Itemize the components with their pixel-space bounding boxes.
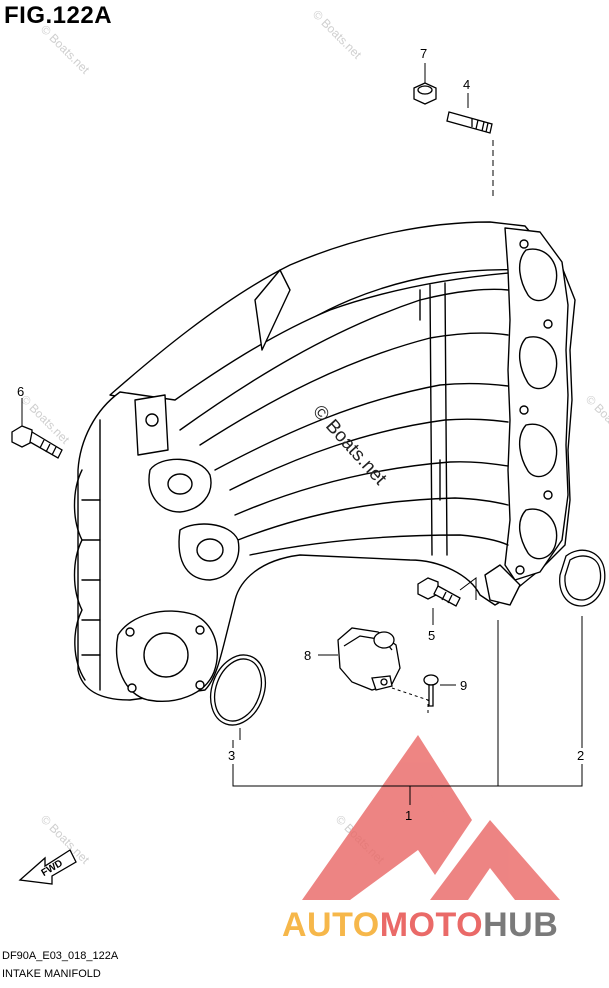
part-2-gasket[interactable] — [559, 549, 606, 607]
part-7-nut[interactable] — [413, 82, 437, 105]
callout-8[interactable]: 8 — [304, 648, 311, 663]
diagram-code: DF90A_E03_018_122A — [2, 950, 119, 962]
callout-7[interactable]: 7 — [420, 46, 427, 61]
figure-title: FIG.122A — [4, 2, 113, 29]
part-5-bolt[interactable] — [417, 577, 461, 607]
watermark-faint: © Boats.net — [583, 392, 609, 447]
part-4-stud[interactable] — [446, 111, 493, 134]
callout-9[interactable]: 9 — [460, 678, 467, 693]
watermark-faint: © Boats.net — [38, 22, 93, 77]
callout-6[interactable]: 6 — [17, 384, 24, 399]
part-9-screw[interactable] — [423, 674, 439, 707]
watermark-faint: © Boats.net — [310, 7, 365, 62]
callout-3[interactable]: 3 — [228, 748, 235, 763]
callout-1[interactable]: 1 — [405, 808, 412, 823]
part-3-o-ring[interactable] — [201, 647, 274, 732]
leader-lines — [21, 63, 583, 805]
brand-auto: AUTO — [282, 906, 380, 944]
callout-2[interactable]: 2 — [577, 748, 584, 763]
callout-labels: 1 2 3 4 5 6 7 8 9 — [17, 46, 584, 823]
brand-hub: HUB — [483, 906, 559, 944]
brand-wordmark: AUTOMOTOHUB — [282, 906, 558, 945]
intake-manifold — [73, 221, 576, 702]
diagram-caption: INTAKE MANIFOLD — [2, 968, 101, 980]
part-8-sensor[interactable] — [337, 627, 401, 691]
brand-logo-icon — [302, 735, 560, 900]
callout-4[interactable]: 4 — [463, 77, 470, 92]
brand-moto: MOTO — [379, 906, 484, 944]
fwd-arrow-icon: FWD — [18, 849, 77, 885]
callout-5[interactable]: 5 — [428, 628, 435, 643]
